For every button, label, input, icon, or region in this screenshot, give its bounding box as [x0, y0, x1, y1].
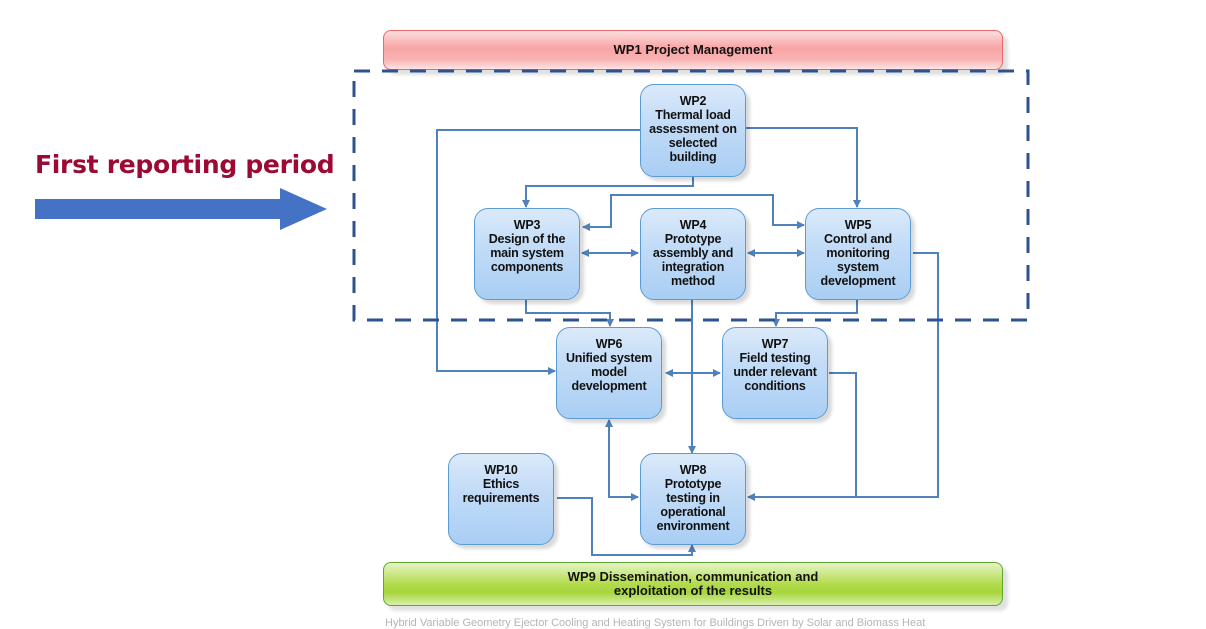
reporting-period-arrow [35, 188, 327, 230]
wp8-line: environment [656, 519, 730, 533]
wp6-box: WP6 Unified system model development [556, 327, 662, 419]
wp4-line: Prototype [664, 232, 722, 246]
wp4-code: WP4 [679, 218, 707, 232]
wp5-line: development [820, 274, 896, 288]
wp10-line: requirements [462, 491, 540, 505]
wp3-code: WP3 [513, 218, 541, 232]
wp3-line: main system [490, 246, 564, 260]
wp8-line: testing in [666, 491, 720, 505]
wp9-label-line1: WP9 Dissemination, communication and [567, 569, 819, 584]
wp2-line: building [669, 150, 717, 164]
wp5-line: system [837, 260, 879, 274]
wp6-line: Unified system [565, 351, 653, 365]
wp10-line: Ethics [482, 477, 520, 491]
wp6-line: development [571, 379, 647, 393]
wp1-project-management-band: WP1 Project Management [383, 30, 1003, 70]
wp2-line: Thermal load [655, 108, 731, 122]
connector-wp3-wp6 [525, 300, 614, 327]
connector-wp2-wp6 [436, 129, 640, 375]
first-reporting-period-frame [352, 69, 1030, 322]
wp6-line: model [591, 365, 627, 379]
wp5-box: WP5 Control and monitoring system develo… [805, 208, 911, 300]
wp4-line: assembly and [652, 246, 734, 260]
connector-wp3-wp5-top [582, 194, 805, 231]
project-title-caption: Hybrid Variable Geometry Ejector Cooling… [385, 617, 926, 629]
wp8-code: WP8 [679, 463, 707, 477]
wp5-code: WP5 [844, 218, 872, 232]
wp3-line: Design of the [488, 232, 566, 246]
wp9-label-line2: exploitation of the results [613, 583, 773, 598]
wp2-code: WP2 [679, 94, 707, 108]
wp8-line: Prototype [664, 477, 722, 491]
wp2-line: selected [668, 136, 718, 150]
wp7-box: WP7 Field testing under relevant conditi… [722, 327, 828, 419]
right-arrow-icon [35, 188, 327, 230]
reporting-period-label: First reporting period [35, 150, 335, 179]
connector-wp5-wp7 [772, 300, 858, 327]
wp4-line: integration [661, 260, 725, 274]
wp6-code: WP6 [595, 337, 623, 351]
wp10-box: WP10 Ethics requirements [448, 453, 554, 545]
wp7-line: conditions [744, 379, 806, 393]
wp5-line: Control and [824, 232, 892, 246]
wp4-line: method [671, 274, 715, 288]
wp7-line: Field testing [739, 351, 811, 365]
wp7-line: under relevant [733, 365, 817, 379]
wp7-code: WP7 [761, 337, 789, 351]
wp4-box: WP4 Prototype assembly and integration m… [640, 208, 746, 300]
wp10-code: WP10 [484, 463, 518, 477]
connector-wp10-wp8 [557, 497, 696, 556]
wp3-line: components [490, 260, 564, 274]
connector-wp6-wp8 [605, 419, 639, 501]
wp8-box: WP8 Prototype testing in operational env… [640, 453, 746, 545]
connector-wp2-wp3 [522, 177, 694, 208]
wp3-box: WP3 Design of the main system components [474, 208, 580, 300]
wp2-box: WP2 Thermal load assessment on selected … [640, 84, 746, 177]
connector-wp2-wp5 [746, 127, 861, 208]
wp8-line: operational [660, 505, 726, 519]
connector-wp7-wp8 [750, 372, 857, 498]
wp5-line: monitoring [826, 246, 890, 260]
wp1-label: WP1 Project Management [613, 42, 773, 57]
wp9-dissemination-band: WP9 Dissemination, communication and exp… [383, 562, 1003, 606]
wp2-line: assessment on [649, 122, 737, 136]
